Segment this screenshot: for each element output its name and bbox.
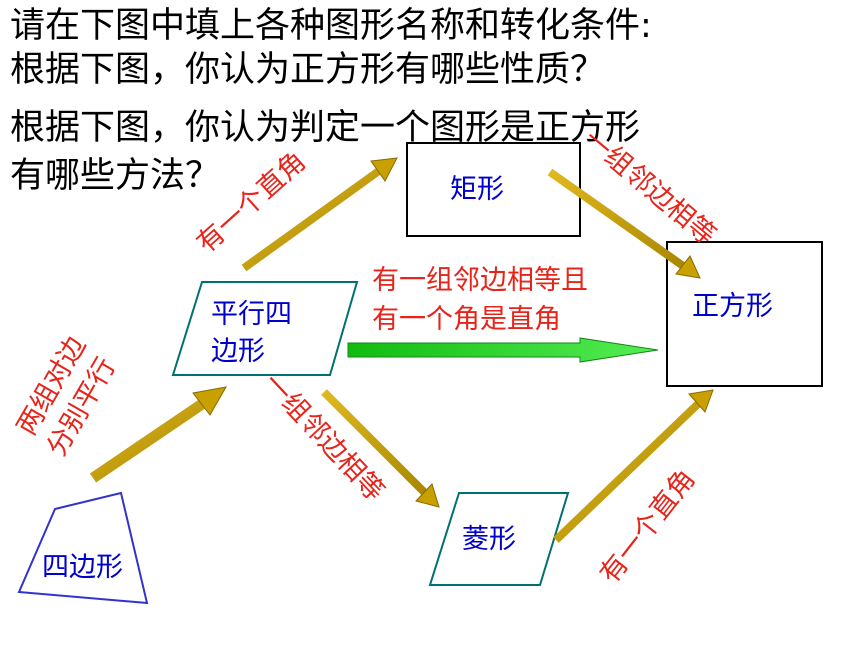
arrow-rectangle-to-square [547,168,701,279]
parallelogram-label-line-2: 边形 [211,336,265,367]
title-line-4: 有哪些方法？ [10,156,221,196]
rectangle-label: 矩形 [450,174,504,205]
title-line-2: 根据下图，你认为正方形有哪些性质？ [10,50,606,90]
rhombus-shape [428,492,570,586]
condition-parallelogram-to-rectangle: 有一个直角 [191,146,312,259]
title-line-1: 请在下图中填上各种图形名称和转化条件: [10,6,652,46]
arrow-rhombus-to-square [553,389,714,543]
arrow-parallelogram-to-rectangle [241,157,398,272]
rhombus-label: 菱形 [462,524,516,555]
parallelogram-shape [171,281,359,376]
square-label: 正方形 [692,291,773,322]
quadrilateral-label: 四边形 [42,552,123,583]
rectangle-box [406,142,581,237]
parallelogram-label-line-1: 平行四 [211,299,292,330]
arrow-quad-to-parallelogram [89,386,227,483]
arrow-parallelogram-to-square [347,337,659,363]
title-line-3: 根据下图，你认为判定一个图形是正方形 [10,108,641,148]
condition-rectangle-to-square: 一组邻边相等 [578,124,722,252]
arrow-parallelogram-to-rhombus [321,389,440,508]
quadrilateral-shape [17,491,149,605]
condition-parallelogram-to-square-line-1: 有一组邻边相等且 [372,265,588,296]
condition-parallelogram-to-square-line-2: 有一个角是直角 [372,304,561,335]
